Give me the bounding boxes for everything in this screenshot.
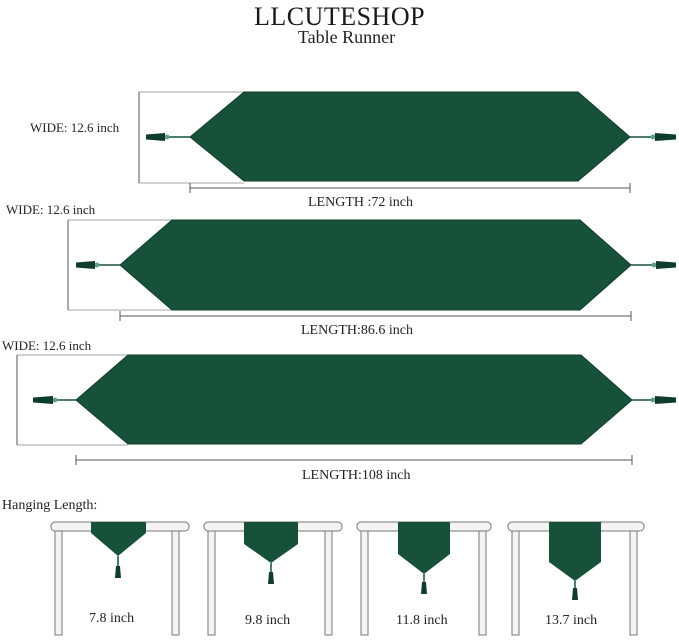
length-label-1: LENGTH :72 inch xyxy=(308,195,413,210)
runner-108 xyxy=(16,354,676,465)
tassel-icon xyxy=(572,588,578,600)
tassel-left-icon xyxy=(33,396,76,404)
hanging-label-4: 13.7 inch xyxy=(545,613,598,628)
tassel-right-icon xyxy=(632,396,676,404)
wide-label-3: WIDE: 12.6 inch xyxy=(2,338,92,353)
wide-label-2: WIDE: 12.6 inch xyxy=(6,202,96,217)
tassel-left-icon xyxy=(76,261,120,269)
tassel-right-icon xyxy=(630,133,676,141)
table-hang-2 xyxy=(203,521,343,636)
runner-body xyxy=(189,91,631,182)
runner-body xyxy=(119,219,632,311)
runner-86-6 xyxy=(67,219,676,321)
tassel-icon xyxy=(421,582,427,594)
brand-title: LLCUTESHOP xyxy=(253,2,426,31)
hanging-label-2: 9.8 inch xyxy=(245,613,291,628)
hanging-runner xyxy=(398,522,450,574)
tassel-icon xyxy=(268,572,274,584)
product-subtitle: Table Runner xyxy=(297,27,396,47)
tassel-left-icon xyxy=(146,133,190,141)
hanging-runner xyxy=(91,522,146,556)
hanging-label-3: 11.8 inch xyxy=(396,613,448,628)
hanging-label-1: 7.8 inch xyxy=(89,611,135,626)
runner-body xyxy=(75,354,633,445)
length-label-2: LENGTH:86.6 inch xyxy=(301,323,413,338)
table-leg xyxy=(54,530,63,636)
hanging-runner xyxy=(244,522,298,563)
table-hang-1 xyxy=(50,521,190,636)
hanging-runner xyxy=(549,522,601,581)
tassel-icon xyxy=(115,566,121,578)
tassel-right-icon xyxy=(631,261,676,269)
length-label-3: LENGTH:108 inch xyxy=(302,468,411,483)
table-hang-4 xyxy=(507,521,645,636)
wide-label-1: WIDE: 12.6 inch xyxy=(30,120,120,135)
table-hang-3 xyxy=(356,521,492,636)
table-leg xyxy=(171,530,180,636)
hanging-length-title: Hanging Length: xyxy=(2,498,98,513)
runner-72 xyxy=(138,91,676,193)
